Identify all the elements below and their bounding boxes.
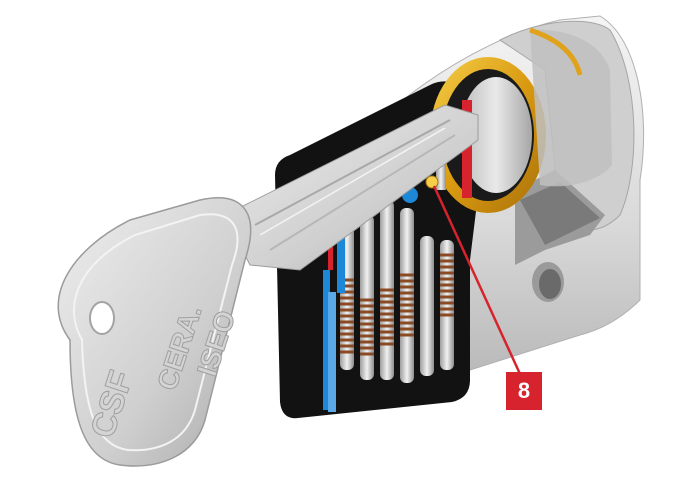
key-hole bbox=[89, 301, 115, 335]
callout-number: 8 bbox=[517, 378, 531, 403]
cam-lever bbox=[515, 170, 605, 265]
key-blade bbox=[224, 104, 479, 271]
callout-badge: 8 bbox=[506, 372, 542, 410]
pin-stack-group bbox=[306, 167, 454, 412]
key-head: CSF CERA. ISEO bbox=[57, 197, 252, 467]
springs bbox=[340, 253, 454, 356]
callout-leader-line bbox=[432, 185, 522, 375]
